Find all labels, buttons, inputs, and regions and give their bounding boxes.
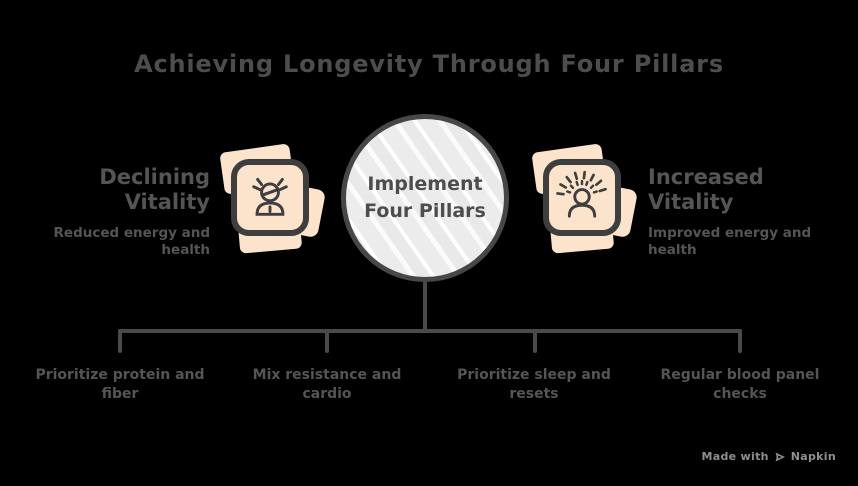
center-node-label: Implement Four Pillars (364, 173, 486, 222)
watermark: Made with Napkin (702, 450, 837, 463)
napkin-logo-icon (774, 451, 786, 463)
pillar-label-4: Regular blood panel checks (660, 367, 820, 402)
right-node-title: Increased Vitality (648, 165, 764, 214)
stressed-person-icon (231, 159, 309, 236)
watermark-brand: Napkin (790, 450, 836, 463)
tree-connector-drop-4 (738, 329, 742, 353)
right-node-subtitle: Improved energy and health (648, 225, 812, 258)
left-node-text: Declining Vitality Reduced energy and he… (30, 165, 210, 259)
pillar-label-3: Prioritize sleep and resets (457, 367, 611, 402)
tree-connector-drop-1 (118, 329, 122, 353)
diagram-title: Achieving Longevity Through Four Pillars (134, 50, 724, 78)
pillar-label-1: Prioritize protein and fiber (35, 367, 205, 402)
right-node-text: Increased Vitality Improved energy and h… (648, 165, 833, 259)
left-node-title: Declining Vitality (99, 165, 210, 214)
tree-connector-drop-3 (533, 329, 537, 353)
tree-connector-horizontal (118, 329, 742, 333)
left-node-subtitle: Reduced energy and health (53, 225, 210, 258)
watermark-prefix: Made with (701, 450, 769, 463)
center-node: Implement Four Pillars (341, 114, 509, 282)
tree-connector-drop-2 (325, 329, 329, 353)
increased-vitality-node (531, 143, 639, 254)
pillar-label-2: Mix resistance and cardio (252, 367, 402, 402)
declining-vitality-node (219, 143, 327, 254)
tree-connector-stem (423, 281, 427, 331)
radiant-person-icon (543, 159, 621, 236)
